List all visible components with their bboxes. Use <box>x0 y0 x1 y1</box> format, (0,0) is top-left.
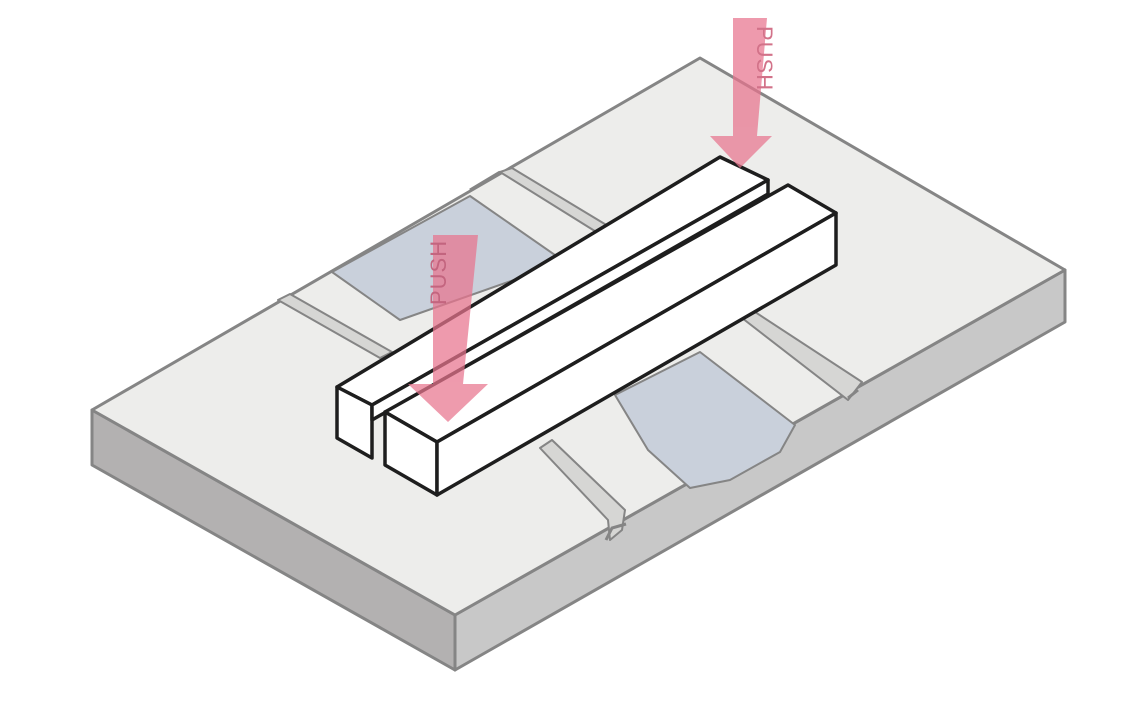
push-arrow-left-shape <box>408 235 488 422</box>
tape-edge-top <box>469 170 501 192</box>
front-bar <box>383 183 838 497</box>
tape-edge-left <box>604 522 627 541</box>
front-bar-side-face <box>435 211 838 497</box>
bars <box>335 155 838 497</box>
push-arrow-left: PUSH <box>408 235 488 422</box>
tape-band-lower <box>539 439 626 541</box>
push-label-right: PUSH <box>752 26 777 91</box>
push-arrow-right: PUSH <box>710 18 777 168</box>
back-bar-end-face <box>335 385 374 460</box>
push-label-left: PUSH <box>426 240 451 305</box>
push-arrow-right-shape <box>710 18 772 168</box>
tape-edge-marks <box>469 170 859 541</box>
lower-blue-gap <box>614 351 796 489</box>
tape-edge-right <box>847 388 859 400</box>
back-bar-side-face <box>370 178 770 422</box>
